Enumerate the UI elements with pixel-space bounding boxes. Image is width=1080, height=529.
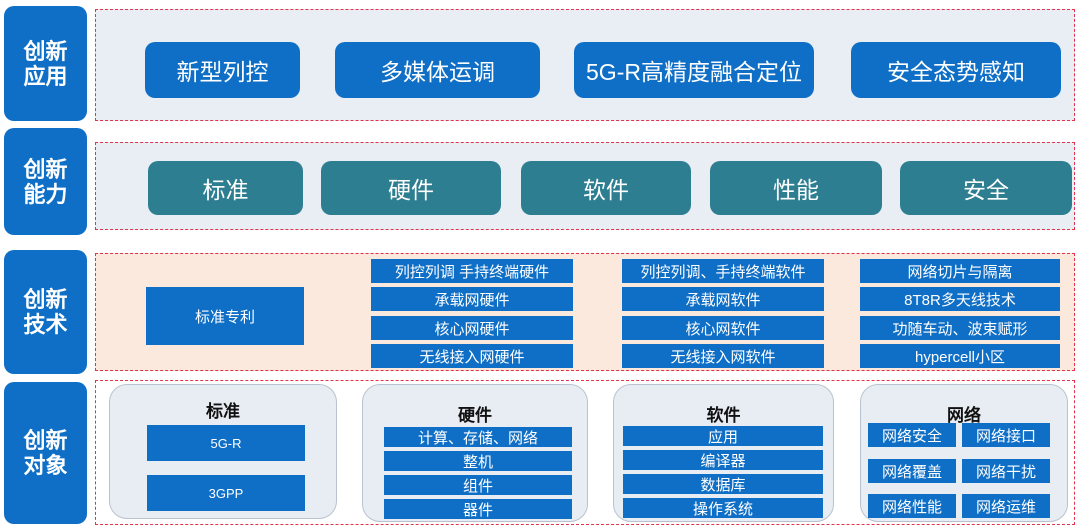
application-zone: 新型列控 多媒体运调 5G-R高精度融合定位 安全态势感知: [95, 9, 1075, 121]
tech-sw-item: 列控列调、手持终端软件: [622, 259, 824, 283]
object-network-item: 网络干扰: [962, 459, 1050, 483]
object-software-item: 数据库: [623, 474, 823, 494]
row-label-capability: 创新能力: [4, 128, 87, 235]
tech-standard-patent: 标准专利: [146, 287, 304, 345]
tech-net-item: 8T8R多天线技术: [860, 287, 1060, 311]
object-hardware-item: 整机: [384, 451, 572, 471]
object-hardware-item: 器件: [384, 499, 572, 519]
tech-sw-item: 承载网软件: [622, 287, 824, 311]
tech-hw-item: 承载网硬件: [371, 287, 573, 311]
row-label-object: 创新对象: [4, 382, 87, 524]
row-label-application: 创新应用: [4, 6, 87, 121]
object-standard-item: 5G-R: [147, 425, 305, 461]
tech-net-item: hypercell小区: [860, 344, 1060, 368]
app-multimedia-dispatch: 多媒体运调: [335, 42, 540, 98]
tech-net-item: 功随车动、波束赋形: [860, 316, 1060, 340]
object-card-network: 网络 网络安全 网络接口 网络覆盖 网络干扰 网络性能 网络运维: [860, 384, 1068, 522]
object-network-item: 网络运维: [962, 494, 1050, 518]
capability-zone: 标准 硬件 软件 性能 安全: [95, 142, 1075, 230]
object-card-standard: 标准 5G-R 3GPP: [109, 384, 337, 519]
object-hardware-item: 计算、存储、网络: [384, 427, 572, 447]
object-card-title: 标准: [206, 402, 240, 421]
tech-sw-item: 无线接入网软件: [622, 344, 824, 368]
object-card-software: 软件 应用 编译器 数据库 操作系统: [613, 384, 834, 522]
object-zone: 标准 5G-R 3GPP 硬件 计算、存储、网络 整机 组件 器件 软件 应用 …: [95, 380, 1075, 525]
tech-sw-item: 核心网软件: [622, 316, 824, 340]
cap-hardware: 硬件: [321, 161, 501, 215]
object-software-item: 操作系统: [623, 498, 823, 518]
cap-security: 安全: [900, 161, 1072, 215]
object-network-item: 网络安全: [868, 423, 956, 447]
tech-hw-item: 核心网硬件: [371, 316, 573, 340]
app-security-awareness: 安全态势感知: [851, 42, 1061, 98]
object-software-item: 编译器: [623, 450, 823, 470]
object-card-title: 软件: [706, 406, 741, 425]
object-card-title: 网络: [947, 406, 981, 425]
tech-hw-item: 列控列调 手持终端硬件: [371, 259, 573, 283]
object-software-item: 应用: [623, 426, 823, 446]
object-network-item: 网络接口: [962, 423, 1050, 447]
tech-hw-item: 无线接入网硬件: [371, 344, 573, 368]
object-network-item: 网络覆盖: [868, 459, 956, 483]
object-card-hardware: 硬件 计算、存储、网络 整机 组件 器件: [362, 384, 588, 522]
row-label-technology: 创新技术: [4, 250, 87, 374]
object-network-item: 网络性能: [868, 494, 956, 518]
app-train-control: 新型列控: [145, 42, 300, 98]
object-hardware-item: 组件: [384, 475, 572, 495]
object-card-title: 硬件: [458, 406, 492, 425]
cap-performance: 性能: [710, 161, 882, 215]
technology-zone: 标准专利 列控列调 手持终端硬件 承载网硬件 核心网硬件 无线接入网硬件 列控列…: [95, 253, 1075, 371]
cap-standard: 标准: [148, 161, 303, 215]
cap-software: 软件: [521, 161, 691, 215]
object-standard-item: 3GPP: [147, 475, 305, 511]
app-positioning: 5G-R高精度融合定位: [574, 42, 814, 98]
tech-net-item: 网络切片与隔离: [860, 259, 1060, 283]
